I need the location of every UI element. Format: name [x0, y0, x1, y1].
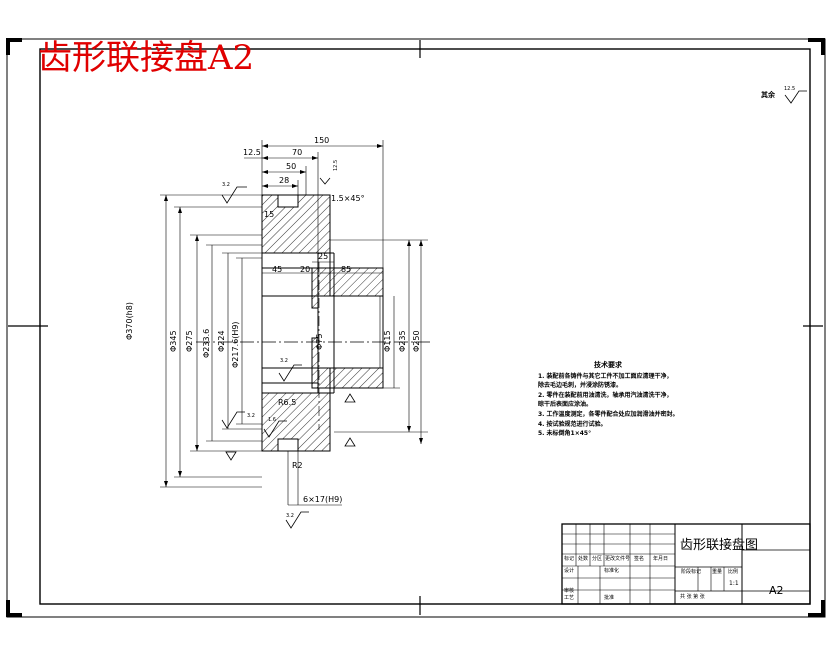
tech-line: 除去毛边毛刺，并浸涂防锈漆。 [538, 382, 623, 390]
tech-line: 4. 按试验规范进行试验。 [538, 420, 607, 428]
dim-dia-250: Φ250 [412, 330, 421, 352]
tb-header-0: 标记 [564, 556, 575, 562]
drawing-name: 齿形联接盘图 [680, 538, 759, 553]
centering-marks [8, 40, 823, 615]
page-title: 齿形联接盘A2 [38, 38, 255, 78]
scale-value: 1:1 [729, 580, 739, 587]
roughness-inner: 3.2 [247, 413, 255, 419]
dim-r6-5: R6.5 [278, 398, 297, 407]
tb-sheets: 共 张 第 张 [680, 594, 705, 600]
dim-r2: R2 [292, 461, 303, 470]
dim-chamfer: 1.5×45° [331, 194, 365, 203]
tb-approve: 批准 [604, 595, 615, 601]
roughness-1-6: 1.6 [268, 417, 276, 423]
dim-slot: 6×17(H9) [303, 495, 343, 504]
tech-line: 5. 未标倒角1×45° [538, 430, 592, 438]
dim-25: 25 [318, 252, 329, 261]
hub-top [333, 267, 384, 297]
roughness-symbols [221, 90, 807, 529]
other-roughness: 12.5 [784, 86, 796, 92]
part-section [261, 194, 384, 452]
sheet-size: A2 [769, 584, 784, 597]
roughness-slot: 3.2 [286, 513, 294, 519]
dim-15: 15 [264, 210, 275, 219]
hub-bottom [333, 367, 384, 389]
tb-header-1: 处数 [578, 556, 589, 562]
tb-weight: 重量 [712, 569, 723, 575]
tech-line: 3. 工作温度测定，各零件配合处应加润滑油并密封。 [538, 410, 679, 418]
dim-45: 45 [272, 265, 283, 274]
tech-requirements: 技术要求 1. 装配前各铸件与其它工件不加工面应清理干净， 除去毛边毛刺，并浸涂… [538, 361, 679, 439]
dim-150: 150 [314, 136, 330, 145]
roughness-top: 3.2 [222, 182, 230, 188]
roughness-12-5: 12.5 [333, 159, 339, 171]
tb-standardize: 标准化 [604, 568, 620, 574]
dim-dia-224: Φ224 [217, 330, 226, 352]
title-block [561, 523, 811, 605]
dim-50: 50 [286, 162, 297, 171]
roughness-bore: 3.2 [280, 358, 288, 364]
dim-12-5: 12.5 [243, 148, 261, 157]
other-surfaces-note: 其余 [761, 91, 775, 99]
tb-header-2: 分区 [592, 556, 603, 562]
dim-85: 85 [341, 265, 352, 274]
dim-20: 20 [300, 265, 311, 274]
dim-28: 28 [279, 176, 290, 185]
outer-frame [6, 38, 826, 618]
tech-line: 晾干后表面应涂油。 [538, 401, 593, 409]
tb-header-4: 签名 [634, 556, 645, 562]
tb-stage-mark: 阶段标记 [681, 569, 702, 575]
tb-review: 审核 [564, 588, 575, 594]
tech-title: 技术要求 [594, 361, 622, 369]
tb-design: 设计 [564, 568, 575, 574]
dim-dia-275: Φ275 [185, 330, 194, 352]
dim-dia-217-6: Φ217.6(H9) [231, 321, 240, 368]
dim-dia-233-6: Φ233.6 [202, 328, 211, 358]
corner-marks [6, 38, 825, 617]
dim-dia-75: Φ75 [315, 333, 324, 350]
tech-line: 2. 零件在装配前用油清洗，轴承用汽油清洗干净， [538, 391, 673, 399]
arrowheads [164, 144, 423, 487]
dim-dia-235: Φ235 [398, 330, 407, 352]
tb-process: 工艺 [564, 595, 575, 601]
dim-dia-345: Φ345 [169, 330, 178, 352]
dim-70: 70 [292, 148, 303, 157]
dim-dia-115: Φ115 [383, 330, 392, 352]
tb-header-3: 更改文件号 [605, 556, 631, 562]
tb-header-5: 年月日 [653, 556, 669, 562]
inner-frame [39, 48, 811, 605]
tb-ratio: 比例 [728, 569, 739, 575]
dim-dia-370: Φ370(h8) [125, 302, 134, 340]
tech-line: 1. 装配前各铸件与其它工件不加工面应清理干净， [538, 372, 673, 380]
